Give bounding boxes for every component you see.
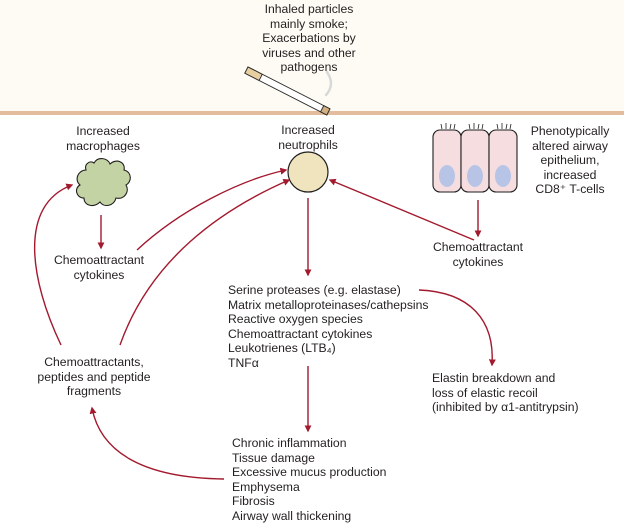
- list-item: Matrix metalloproteinases/cathepsins: [228, 297, 429, 312]
- macro-cytokines-label: Chemoattractant cytokines: [54, 253, 144, 282]
- cigarette-icon: [244, 66, 333, 116]
- label-line: Chemoattractant: [53, 253, 145, 267]
- list-item: Chronic inflammation: [232, 436, 347, 450]
- label-line: loss of elastic recoil: [432, 385, 538, 400]
- label-line: viruses and other: [262, 45, 356, 60]
- label-line: Inhaled particles: [264, 2, 354, 16]
- arrow-chemoattractants-to-macrophages: [34, 183, 74, 346]
- label-line: Phenotypically: [530, 124, 610, 138]
- list-item: Tissue damage: [232, 450, 315, 465]
- list-item: Airway wall thickening: [232, 508, 352, 523]
- arrow-mediators-to-elastin: [418, 289, 496, 367]
- neutrophil-cell-icon: [287, 151, 329, 193]
- arrow-chemoattractants-to-neutrophils: [119, 179, 291, 346]
- label-line: altered airway: [532, 138, 608, 153]
- list-item: Reactive oxygen species: [228, 312, 363, 326]
- cilia-icon: [440, 123, 512, 130]
- label-line: Increased: [281, 123, 335, 137]
- mediators-list: Serine proteases (e.g. elastase) Matrix …: [228, 283, 429, 370]
- macrophages-label: Increased macrophages: [66, 124, 140, 153]
- label-line: Elastin breakdown and: [432, 371, 556, 385]
- list-item: Emphysema: [232, 479, 300, 494]
- list-item: Excessive mucus production: [232, 465, 387, 479]
- label-line: Chemoattractants,: [44, 355, 144, 369]
- epithelium-label: Phenotypically altered airway epithelium…: [531, 124, 610, 197]
- outcomes-list: Chronic inflammation Tissue damage Exces…: [232, 436, 386, 523]
- list-item: Fibrosis: [232, 494, 275, 508]
- list-item: Chemoattractant cytokines: [228, 326, 373, 341]
- label-line: epithelium,: [540, 153, 600, 167]
- label-line: macrophages: [66, 138, 140, 153]
- stimulus-label: Inhaled particles mainly smoke; Exacerba…: [262, 2, 356, 75]
- epi-cytokines-label: Chemoattractant cytokines: [433, 240, 523, 269]
- chemoattractants-label: Chemoattractants, peptides and peptide f…: [37, 355, 150, 399]
- neutrophils-label: Increased neutrophils: [278, 123, 338, 152]
- epithelial-cells-icon: [432, 123, 518, 193]
- list-item: TNFα: [228, 355, 259, 370]
- list-item: Leukotrienes (LTB₄): [228, 341, 336, 355]
- label-line: cytokines: [452, 254, 504, 269]
- label-line: CD8⁺ T-cells: [535, 182, 605, 196]
- macrophage-cell-icon: [75, 158, 131, 207]
- arrow-epi-cytokines-to-neutrophils: [328, 178, 475, 241]
- airway-wall-divider: [0, 111, 624, 115]
- label-line: Chemoattractant: [432, 240, 524, 254]
- label-line: neutrophils: [278, 137, 338, 152]
- arrow-outcomes-to-chemoattractants: [89, 406, 225, 480]
- label-line: peptides and peptide: [37, 369, 151, 384]
- smoke-icon: [324, 70, 333, 97]
- airway-lumen-region: [0, 0, 624, 111]
- label-line: fragments: [66, 384, 122, 398]
- label-line: cytokines: [73, 267, 125, 282]
- label-line: Increased: [76, 124, 130, 138]
- label-line: pathogens: [280, 60, 338, 74]
- elastin-label: Elastin breakdown and loss of elastic re…: [432, 371, 579, 415]
- label-line: Exacerbations by: [262, 31, 356, 45]
- arrow-cytokines-to-neutrophils-1: [136, 167, 288, 251]
- list-item: Serine proteases (e.g. elastase): [228, 283, 401, 297]
- label-line: (inhibited by α1-antitrypsin): [432, 400, 579, 414]
- label-line: increased: [543, 167, 597, 182]
- label-line: mainly smoke;: [270, 16, 348, 31]
